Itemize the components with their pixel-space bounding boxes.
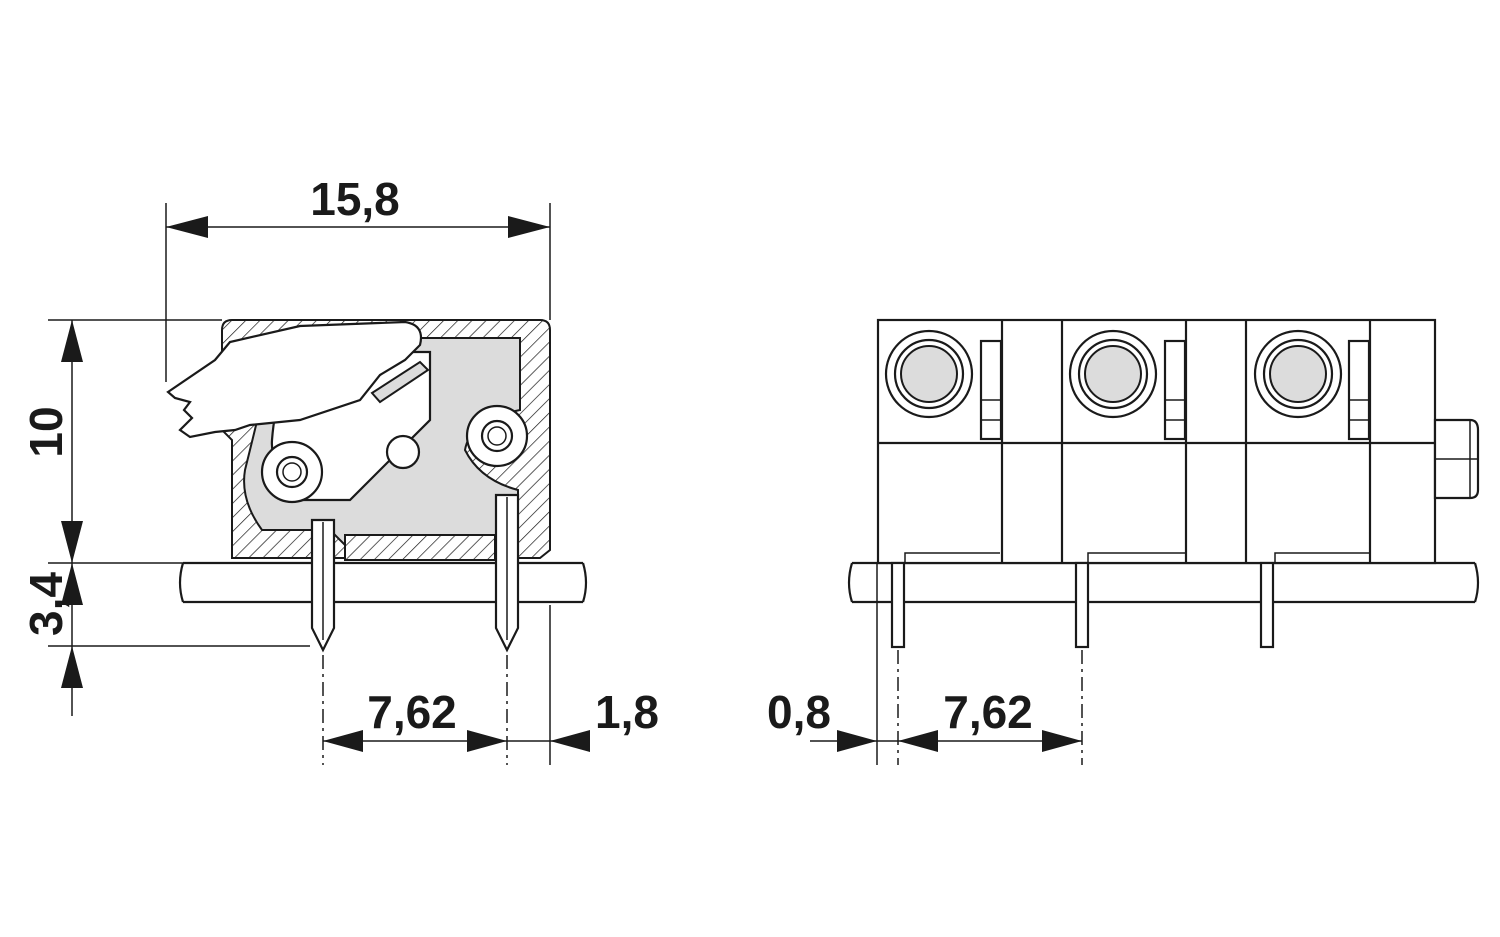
front-release-slot-2 [1163, 339, 1187, 441]
side-pivot-left [260, 440, 324, 504]
dim-width-label: 15,8 [310, 173, 400, 225]
side-actuator-tab [370, 360, 430, 404]
front-wire-entry-3 [1253, 329, 1343, 419]
front-pin-1 [890, 561, 906, 649]
dim-pin-length: 3,4 [20, 563, 310, 716]
dim-pin-length-label: 3,4 [20, 572, 72, 636]
dim-side-pitch-label: 7,62 [367, 686, 457, 738]
front-release-slot-1 [979, 339, 1003, 441]
dim-offset-label: 1,8 [595, 686, 659, 738]
dim-pin-width-label: 0,8 [767, 686, 831, 738]
side-pcb [178, 561, 588, 604]
front-pin-2 [1074, 561, 1090, 649]
dim-front-pitch-label: 7,62 [943, 686, 1033, 738]
dim-side-pitch: 7,62 1,8 [322, 605, 659, 765]
front-pin-3 [1259, 561, 1275, 649]
dim-width: 15,8 [165, 173, 551, 382]
front-release-slot-3 [1347, 339, 1371, 441]
dim-height-label: 10 [20, 406, 72, 457]
side-actuator-lever [166, 320, 423, 439]
side-view: 15,8 10 3,4 7,62 [20, 173, 659, 765]
front-wire-entry-2 [1068, 329, 1158, 419]
side-bottom-bar [344, 534, 496, 561]
front-pcb [847, 561, 1480, 604]
dim-front-pitch: 0,8 7,62 [767, 563, 1083, 765]
side-pivot-right [465, 404, 529, 468]
front-view: 0,8 7,62 [767, 318, 1480, 765]
side-pivot-center [385, 434, 421, 470]
front-wire-entry-1 [884, 329, 974, 419]
dim-height: 10 [20, 319, 222, 564]
